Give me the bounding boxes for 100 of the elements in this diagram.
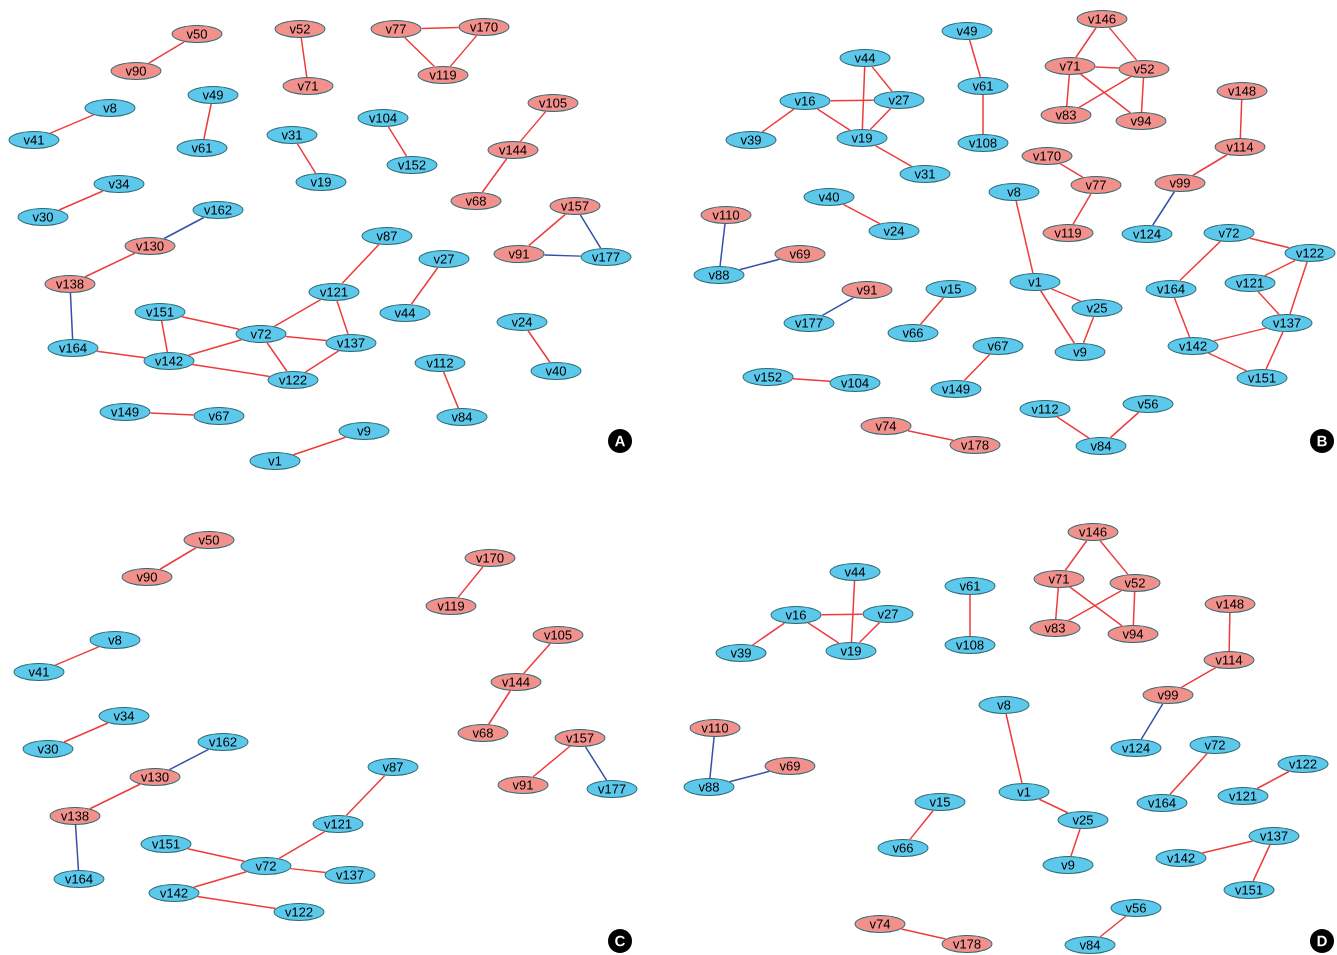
edge-line <box>410 266 439 306</box>
edge-line <box>1151 191 1176 226</box>
edge-line <box>1064 539 1088 572</box>
edge-line <box>191 363 271 378</box>
edge-line <box>579 214 602 249</box>
edge-line <box>1108 26 1138 62</box>
edge-line <box>1263 259 1297 277</box>
edge-line <box>1109 411 1140 439</box>
edge-line <box>336 300 349 335</box>
edge-line <box>284 335 328 342</box>
edge-line <box>58 190 104 211</box>
edge-line <box>982 94 984 135</box>
edge-line <box>203 103 212 140</box>
edge-line <box>304 350 340 373</box>
edge-line <box>300 37 308 78</box>
edge-line <box>1173 297 1191 338</box>
edge-line <box>1192 154 1228 176</box>
edge-line <box>186 848 246 862</box>
edge-line <box>968 39 982 78</box>
edge-line <box>180 316 241 331</box>
edge-line <box>907 429 954 442</box>
edge-line <box>1179 240 1221 282</box>
edge-line <box>909 809 934 841</box>
edge-line <box>871 65 893 93</box>
edge-line <box>1099 539 1129 576</box>
edge-line <box>487 690 512 725</box>
edge-line <box>919 296 945 326</box>
edge-line <box>168 748 210 771</box>
edge-line <box>63 722 109 743</box>
edge-line <box>341 243 380 285</box>
edge-line <box>49 114 95 134</box>
edge-line <box>1265 331 1284 370</box>
edge-line <box>519 110 547 143</box>
edge-line <box>345 774 386 817</box>
edge-line <box>861 66 866 130</box>
edge-line <box>481 157 508 194</box>
edge-line <box>1070 828 1081 857</box>
edge-line <box>820 613 864 616</box>
edge-line <box>1140 703 1164 740</box>
edge-line <box>1249 237 1290 249</box>
edge-line <box>1082 316 1095 344</box>
edge-line <box>159 547 197 570</box>
edge-line <box>1056 416 1090 439</box>
edge-line <box>1005 713 1023 784</box>
edge-line <box>420 26 460 30</box>
edge-line <box>1050 288 1082 302</box>
edge-line <box>69 292 74 340</box>
edge-line <box>900 928 947 940</box>
edge-line <box>842 203 881 225</box>
edge-line <box>54 646 100 666</box>
edge-line <box>1055 587 1060 620</box>
edge-line <box>719 223 726 267</box>
edge-line <box>1252 844 1271 882</box>
edge-line <box>289 867 327 874</box>
edge-line <box>89 783 141 810</box>
edge-line <box>584 746 608 781</box>
edge-line <box>449 34 478 68</box>
edge-line <box>709 736 715 779</box>
edge-line <box>1140 77 1145 113</box>
edge-line <box>1256 770 1290 790</box>
edge-line <box>192 871 248 888</box>
edge-line <box>532 745 571 778</box>
edge-line <box>387 126 408 157</box>
edge-line <box>292 436 347 456</box>
edge-line <box>1289 261 1308 315</box>
edge-line <box>1066 74 1071 107</box>
edge-line <box>1169 752 1208 796</box>
edge-line <box>273 298 322 328</box>
edge-line <box>163 216 205 240</box>
edge-line <box>969 594 971 637</box>
edge-line <box>442 371 460 409</box>
edge-line <box>1180 666 1217 689</box>
edge-line <box>527 213 567 247</box>
edge-line <box>858 621 881 644</box>
edge-line <box>1039 290 1076 344</box>
panel-label: A <box>608 429 632 453</box>
edge-line <box>1201 840 1254 854</box>
panel-label: C <box>608 929 632 953</box>
panel-label: B <box>1310 429 1334 453</box>
edge-line <box>74 824 80 871</box>
edge-line <box>1257 290 1280 316</box>
edge-line <box>751 622 786 646</box>
edge-line <box>1207 352 1248 372</box>
edge-line <box>850 580 856 643</box>
edge-line <box>187 339 243 356</box>
edge-line <box>296 143 317 174</box>
edge-line <box>1228 612 1231 652</box>
edge-line <box>792 378 831 383</box>
edge-line <box>543 254 582 257</box>
edge-line <box>1239 99 1243 139</box>
edge-line <box>761 108 795 133</box>
edge-line <box>1213 327 1267 342</box>
edge-line <box>403 36 436 68</box>
edge-line <box>816 108 851 131</box>
edge-line <box>522 642 552 675</box>
edge-line <box>149 412 195 416</box>
edge-line <box>160 320 169 353</box>
edge-line <box>1094 66 1120 69</box>
edge-line <box>1075 27 1097 58</box>
edge-line <box>148 41 185 64</box>
